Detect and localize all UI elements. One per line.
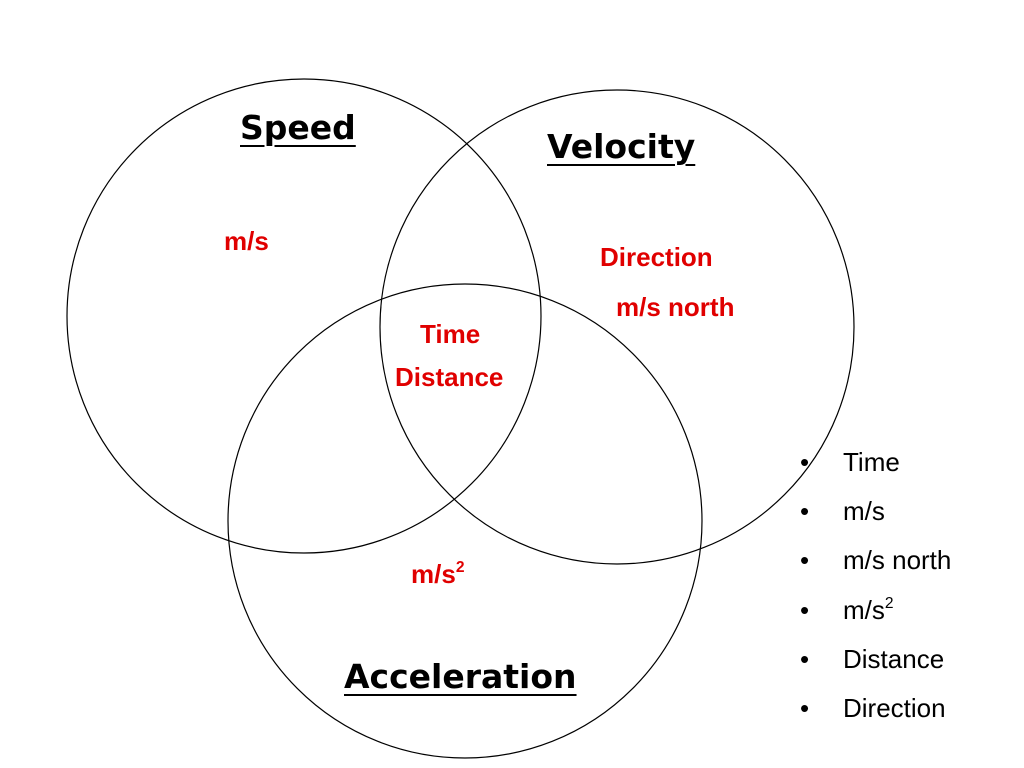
bullet-icon: • [800,692,810,723]
acceleration-unit-base: m/s [411,559,456,589]
bullet-icon: • [800,447,810,477]
acceleration-title: Acceleration [344,657,577,696]
bullet-icon: • [800,594,810,625]
shared-term-distance: Distance [395,362,504,392]
word-bank-list: •Time •m/s •m/s north •m/s2 •Distance •D… [800,440,951,735]
word-bank-item-exponent: 2 [884,594,894,612]
word-bank-item-text: m/s [843,594,885,625]
speed-circle [66,78,542,554]
bullet-icon: • [800,545,810,576]
word-bank-item: • m/s north [800,538,951,587]
velocity-title: Velocity [547,127,696,166]
word-bank-item: • Time [800,440,951,489]
bullet-icon: • [800,496,810,527]
velocity-circle [379,89,855,565]
speed-term-unit: m/s [224,226,269,256]
word-bank-item: • m/s2 [800,588,951,637]
acceleration-term-unit: m/s2 [411,559,465,590]
acceleration-unit-exponent: 2 [455,559,465,577]
bullet-icon: • [800,643,810,674]
shared-term-time: Time [420,319,481,349]
speed-title: Speed [240,108,356,147]
velocity-term-direction: Direction [600,242,713,272]
word-bank-item-text: m/s [843,496,885,527]
word-bank-item-text: Direction [843,692,946,723]
velocity-term-unit: m/s north [616,292,735,322]
word-bank-item: • Distance [800,637,951,686]
word-bank-item: • m/s [800,489,951,538]
word-bank-item-text: Time [843,447,900,477]
acceleration-circle [227,283,703,759]
word-bank-item: • Direction [800,686,951,735]
word-bank-item-text: Distance [843,643,945,674]
word-bank-item-text: m/s north [843,545,952,576]
